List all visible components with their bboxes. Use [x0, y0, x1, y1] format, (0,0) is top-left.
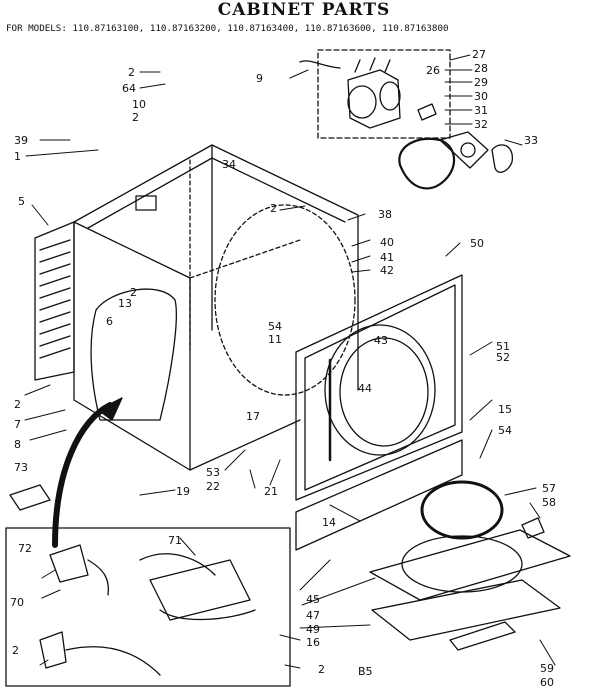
callout-59: 59 [540, 662, 554, 675]
callout-60: 60 [540, 676, 554, 689]
callout-2-d: 2 [130, 286, 137, 299]
callout-49: 49 [306, 623, 320, 636]
callout-33: 33 [524, 134, 538, 147]
motor-inset-frame [317, 49, 451, 139]
inset-pointer-arrow [52, 402, 113, 548]
callout-30: 30 [474, 90, 488, 103]
callout-17: 17 [246, 410, 260, 423]
callout-8: 8 [14, 438, 21, 451]
callout-10: 10 [132, 98, 146, 111]
callout-26: 26 [426, 64, 440, 77]
wiring-harness [39, 544, 256, 676]
callout-6: 6 [106, 315, 113, 328]
callout-2-c: 2 [270, 202, 277, 215]
callout-27: 27 [472, 48, 486, 61]
callout-19: 19 [176, 485, 190, 498]
callout-21: 21 [264, 485, 278, 498]
cabinet-frame [73, 144, 359, 391]
callout-13: 13 [118, 297, 132, 310]
callout-39: 39 [14, 134, 28, 147]
callout-2-f: 2 [12, 644, 19, 657]
callout-2-top: 2 [128, 66, 135, 79]
callout-29: 29 [474, 76, 488, 89]
drum-outline [214, 204, 356, 396]
front-panel [295, 274, 463, 501]
callout-44: 44 [358, 382, 372, 395]
callout-50: 50 [470, 237, 484, 250]
callout-7: 7 [14, 418, 21, 431]
callout-28: 28 [474, 62, 488, 75]
callout-5: 5 [18, 195, 25, 208]
callout-32: 32 [474, 118, 488, 131]
callout-40: 40 [380, 236, 394, 249]
door-handle [449, 621, 516, 651]
toe-panel [295, 439, 463, 551]
callout-72: 72 [18, 542, 32, 555]
callout-2-b: 2 [132, 111, 139, 124]
page-code: B5 [358, 665, 373, 678]
callout-16: 16 [306, 636, 320, 649]
callout-54-a: 54 [268, 320, 282, 333]
callout-2-e: 2 [14, 398, 21, 411]
callout-73: 73 [14, 461, 28, 474]
leader-lines [24, 54, 556, 669]
cabinet-side-panel [34, 221, 75, 381]
callout-57: 57 [542, 482, 556, 495]
callout-11: 11 [268, 333, 282, 346]
callout-70: 70 [10, 596, 24, 609]
callout-41: 41 [380, 251, 394, 264]
callout-45: 45 [306, 593, 320, 606]
inset-pointer-arrowhead [97, 397, 123, 421]
callout-2-g: 2 [318, 663, 325, 676]
callout-51: 51 [496, 340, 510, 353]
callout-54-b: 54 [498, 424, 512, 437]
callout-38: 38 [378, 208, 392, 221]
model-numbers: FOR MODELS: 110.87163100, 110.87163200, … [6, 23, 449, 34]
diagram-title: CABINET PARTS [217, 0, 391, 20]
callout-71: 71 [168, 534, 182, 547]
callout-9: 9 [256, 72, 263, 85]
instruction-label [9, 484, 51, 511]
callout-53: 53 [206, 466, 220, 479]
callout-34: 34 [222, 158, 236, 171]
callout-43: 43 [374, 334, 388, 347]
callout-1: 1 [14, 150, 21, 163]
callout-labels: 2 64 10 2 39 1 5 9 27 26 28 29 30 31 32 … [10, 48, 556, 689]
callout-31: 31 [474, 104, 488, 117]
callout-15: 15 [498, 403, 512, 416]
callout-58: 58 [542, 496, 556, 509]
cabinet-front-wall [73, 221, 301, 471]
bracket-26 [417, 103, 437, 121]
wiring-inset-frame [5, 527, 291, 687]
callout-14: 14 [322, 516, 336, 529]
callout-42: 42 [380, 264, 394, 277]
door-assembly [369, 480, 571, 651]
callout-47: 47 [306, 609, 320, 622]
callout-22: 22 [206, 480, 220, 493]
callout-52: 52 [496, 351, 510, 364]
callout-64: 64 [122, 82, 136, 95]
belt-and-idler [398, 131, 513, 190]
motor-assembly [299, 57, 437, 129]
